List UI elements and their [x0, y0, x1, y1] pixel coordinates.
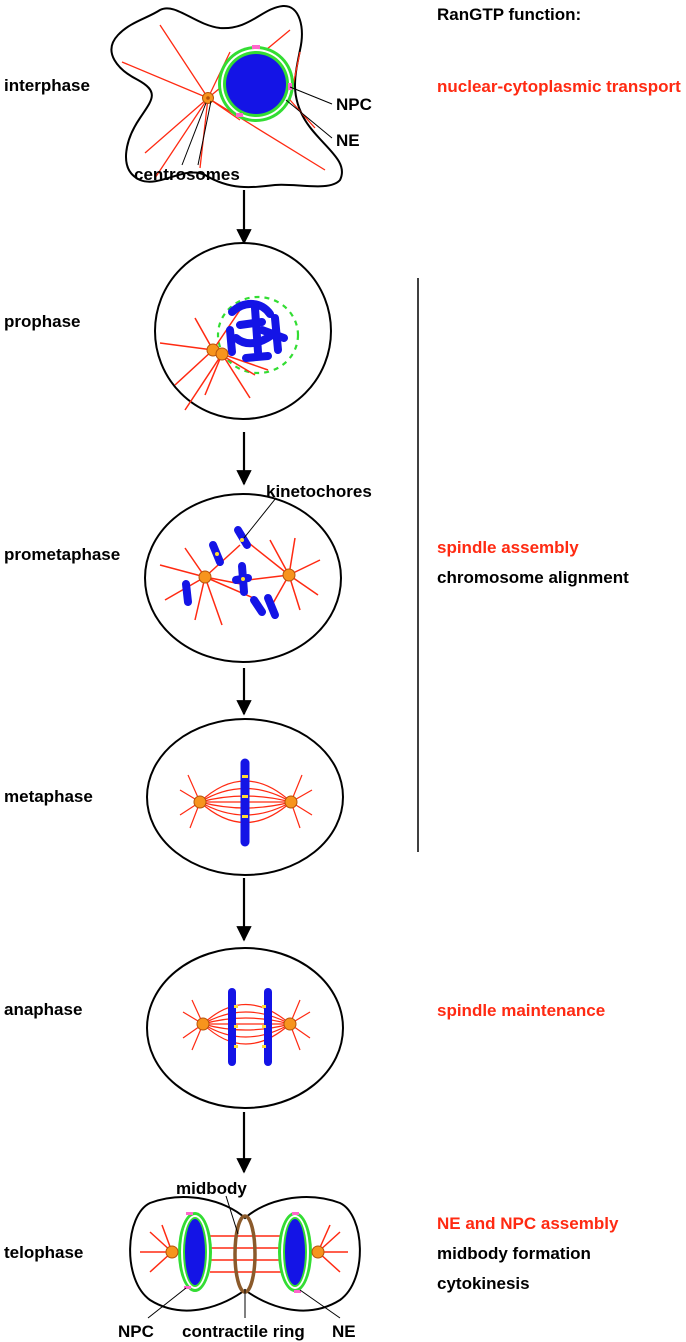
- prophase-nuclear-envelope: [216, 295, 300, 375]
- prophase-chromosomes: [226, 300, 288, 362]
- prometaphase-centrosomes: [198, 568, 296, 584]
- stage-label-prophase: prophase: [4, 312, 81, 331]
- prometaphase-kinetochores: [215, 538, 245, 581]
- interphase-chromatin: [226, 54, 286, 114]
- telophase-npcs: [184, 1212, 301, 1293]
- telophase-nucleus-right: [278, 1212, 312, 1292]
- anaphase-centrosomes: [196, 1017, 297, 1031]
- anaphase-cell: [146, 947, 344, 1109]
- label-centrosomes: centrosomes: [134, 165, 240, 184]
- label-midbody: midbody: [176, 1179, 247, 1198]
- metaphase-kinetochores: [242, 775, 248, 818]
- telophase-nucleus-left: [178, 1212, 212, 1292]
- function-midbody-formation: midbody formation: [437, 1244, 591, 1263]
- metaphase-centrosomes: [193, 795, 298, 809]
- function-ne-npc-assembly: NE and NPC assembly: [437, 1214, 619, 1233]
- stage-label-interphase: interphase: [4, 76, 90, 95]
- telophase-cell: midbody NPC contractile ring NE: [118, 1179, 361, 1341]
- interphase-microtubules: [121, 24, 326, 179]
- label-npc: NPC: [336, 95, 372, 114]
- stage-label-metaphase: metaphase: [4, 787, 93, 806]
- interphase-cell: NPC NE centrosomes: [110, 4, 372, 189]
- stage-label-anaphase: anaphase: [4, 1000, 82, 1019]
- prophase-centrosomes: [206, 343, 229, 361]
- interphase-centrosomes: [202, 92, 214, 104]
- prophase-cell-membrane: [154, 242, 332, 420]
- header-title: RanGTP function:: [437, 5, 581, 24]
- interphase-leader-lines: [181, 86, 333, 166]
- function-cytokinesis: cytokinesis: [437, 1274, 530, 1293]
- label-npc-bottom: NPC: [118, 1322, 154, 1341]
- function-spindle-maintenance: spindle maintenance: [437, 1001, 605, 1020]
- prometaphase-cell: kinetochores: [144, 482, 372, 663]
- stage-label-telophase: telophase: [4, 1243, 83, 1262]
- telophase-centrosomes: [165, 1245, 325, 1259]
- telophase-microtubules: [140, 1224, 348, 1273]
- anaphase-kinetochores: [234, 1005, 266, 1048]
- label-contractile-ring: contractile ring: [182, 1322, 305, 1341]
- prometaphase-chromosomes: [182, 526, 279, 619]
- metaphase-cell: [146, 718, 344, 876]
- anaphase-cell-membrane: [146, 947, 344, 1109]
- function-spindle-assembly: spindle assembly: [437, 538, 579, 557]
- label-kinetochores: kinetochores: [266, 482, 372, 501]
- label-ne: NE: [336, 131, 360, 150]
- function-transport: nuclear-cytoplasmic transport: [437, 77, 681, 96]
- prophase-microtubules: [159, 309, 269, 411]
- interphase-npcs: [236, 45, 292, 117]
- function-chromosome-alignment: chromosome alignment: [437, 568, 629, 587]
- anaphase-chromosomes: [228, 988, 272, 1066]
- telophase-leader-lines: [147, 1195, 341, 1319]
- kinetochores-leader-line: [243, 497, 277, 539]
- label-ne-bottom: NE: [332, 1322, 356, 1341]
- stage-label-prometaphase: prometaphase: [4, 545, 120, 564]
- prophase-cell: [154, 242, 332, 420]
